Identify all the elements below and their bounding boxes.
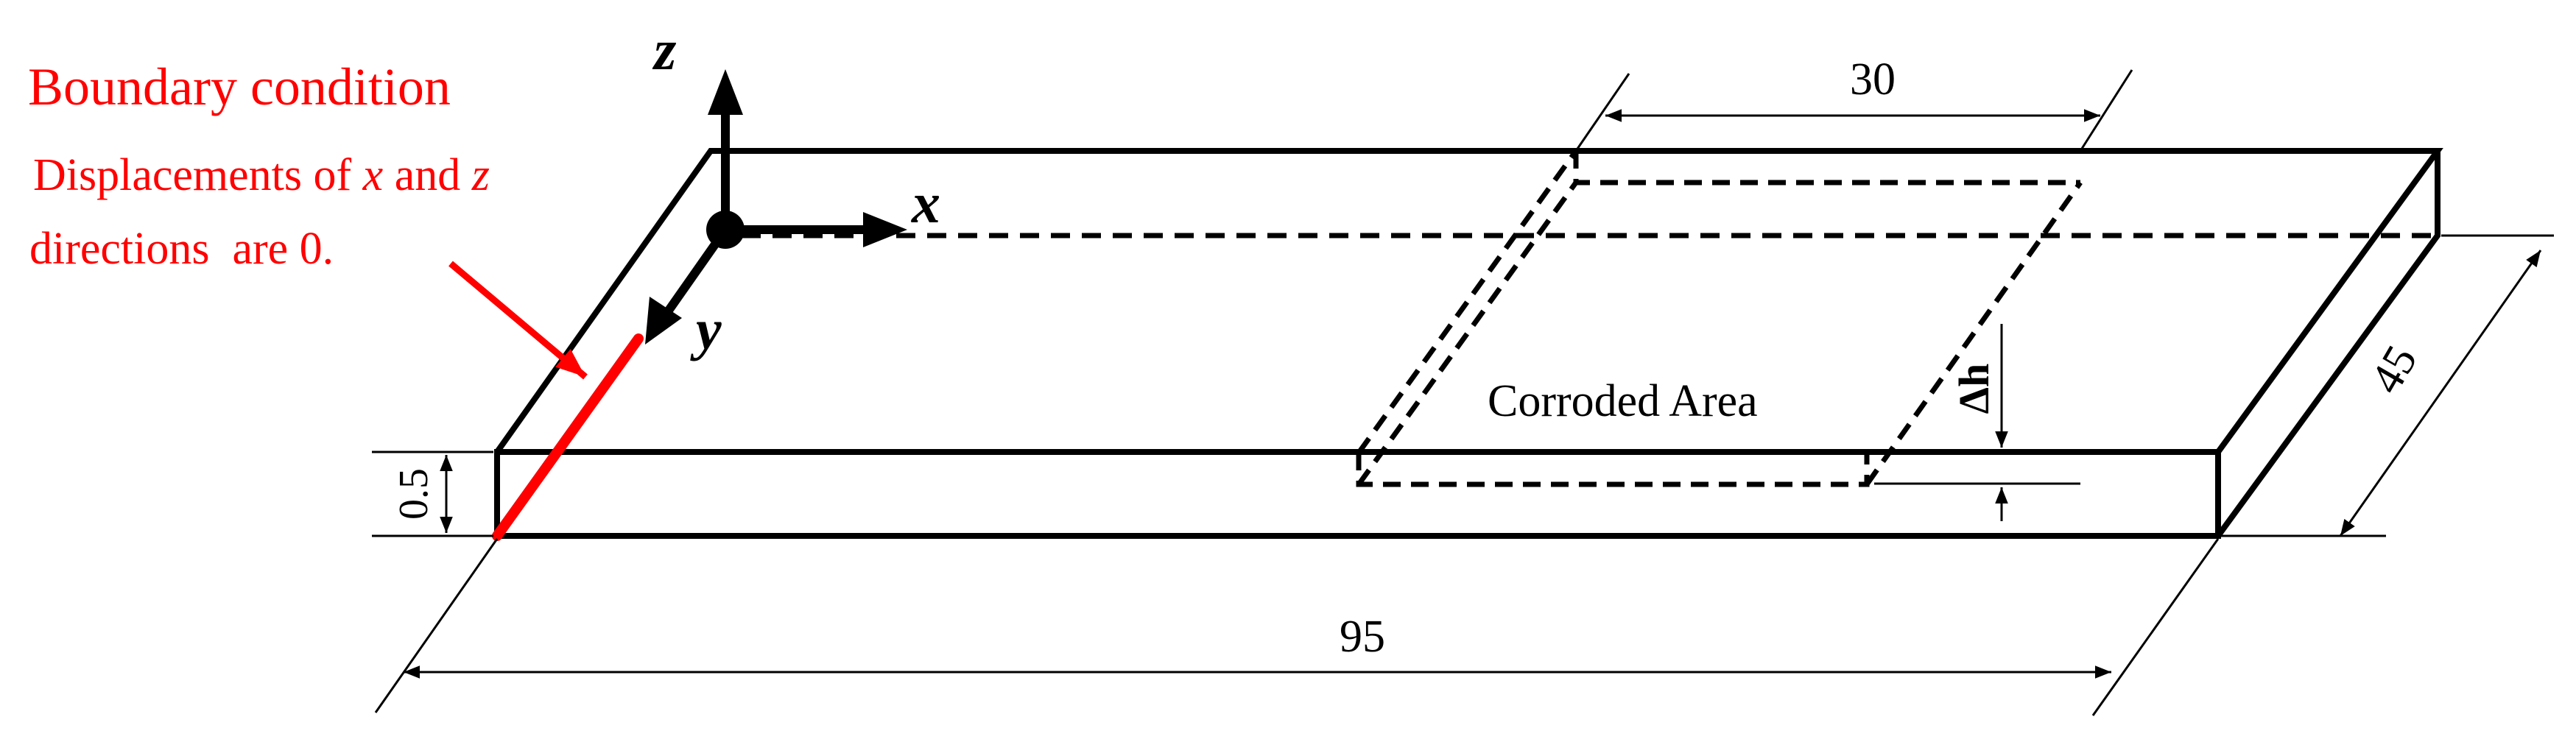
width-dimension-line: [2339, 250, 2542, 537]
boundary-condition-line2: directions are 0.: [29, 224, 334, 274]
y-axis-arrowhead: [645, 297, 682, 344]
length-label: 95: [1340, 612, 1385, 662]
depth-label: Δh: [1950, 364, 1998, 414]
x-axis-arrowhead: [863, 212, 907, 247]
boundary-pointer-arrow: [448, 261, 588, 380]
boundary-condition-line1: Displacements of x and z: [33, 150, 490, 200]
plate: [494, 148, 2443, 539]
z-axis-arrowhead: [708, 69, 743, 115]
corroded-area-label: Corroded Area: [1488, 376, 1758, 426]
y-axis-label: y: [690, 297, 722, 361]
origin-point: [706, 211, 745, 249]
thickness-label: 0.5: [391, 468, 437, 520]
z-axis-label: z: [652, 18, 677, 82]
corroded-width-label: 30: [1850, 54, 1896, 105]
corroded-area-outline: [1356, 149, 2083, 487]
plate-right-face-edges: [2215, 151, 2440, 538]
plate-top-face-edges: [494, 148, 2443, 454]
coordinate-system: [645, 69, 907, 344]
boundary-condition-title: Boundary condition: [28, 57, 451, 116]
boundary-edge: [492, 333, 644, 541]
boundary-condition: [448, 261, 644, 541]
width-label: 45: [2361, 337, 2427, 402]
x-axis-label: x: [911, 171, 940, 235]
dimension-lines: [372, 69, 2554, 716]
